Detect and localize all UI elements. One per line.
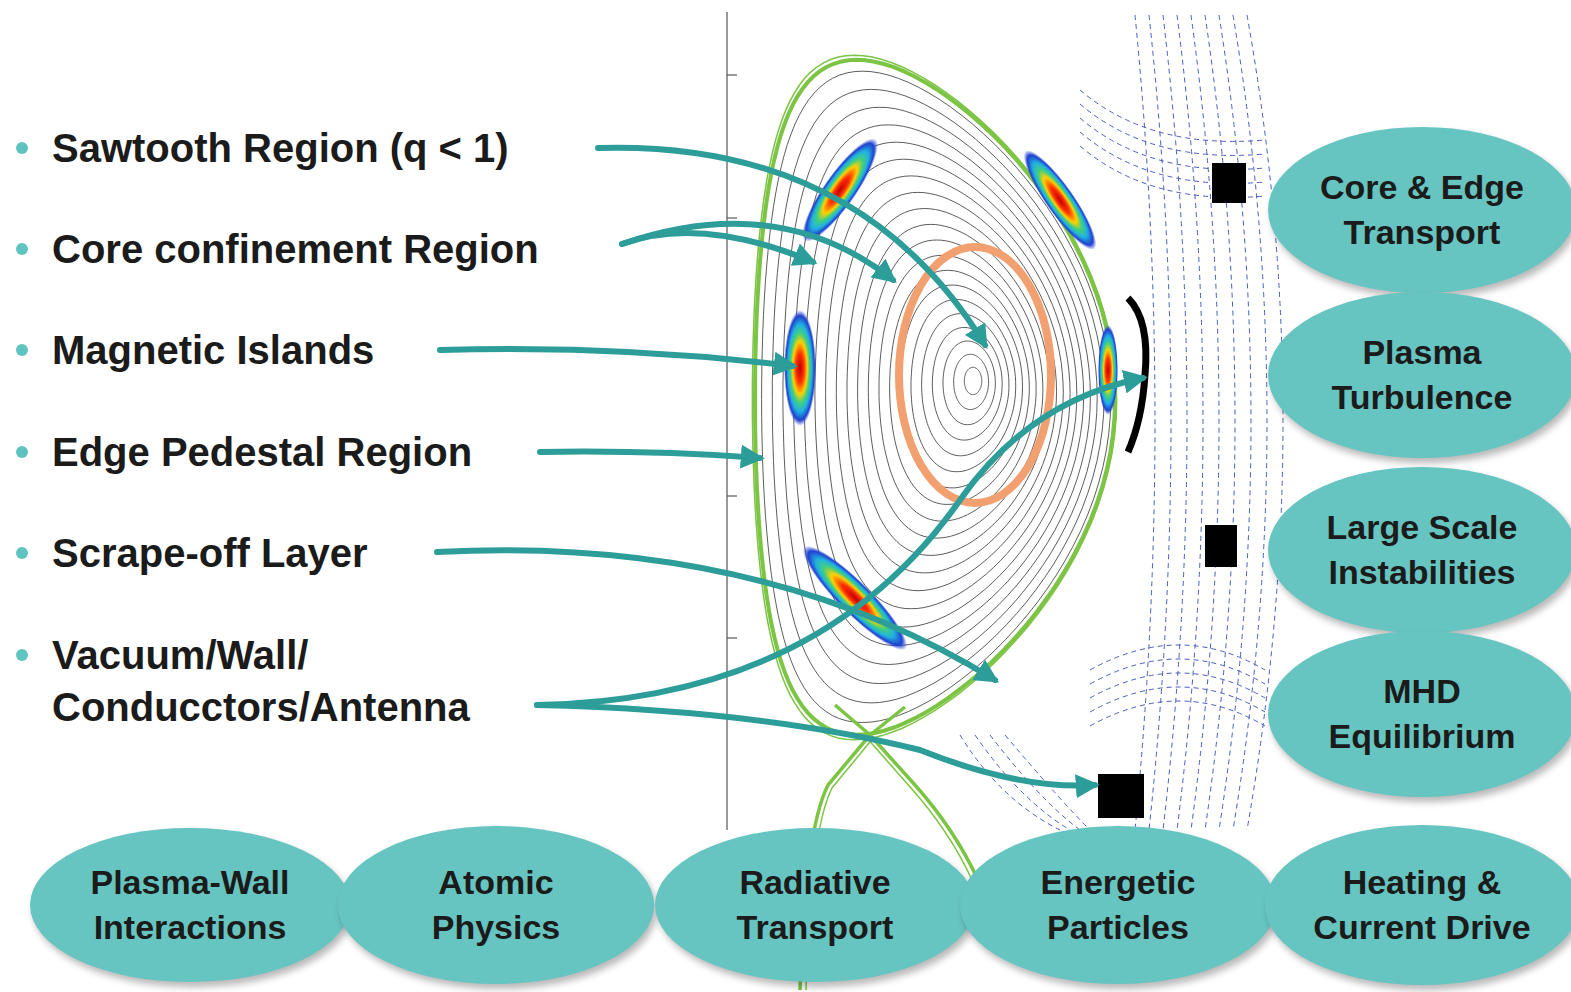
vacuum-field-lines [960, 15, 1283, 830]
axis-line [727, 12, 737, 830]
flux-surface [964, 367, 982, 394]
flux-surface [911, 299, 1016, 471]
topic-ellipse: Heating & Current Drive [1265, 825, 1571, 984]
coils [1098, 163, 1246, 818]
field-line [1090, 673, 1265, 698]
field-line [1205, 15, 1235, 830]
topic-text: Radiative Transport [690, 860, 940, 950]
topic-text: Atomic Physics [371, 860, 621, 950]
topic-ellipse: Plasma Turbulence [1268, 292, 1571, 459]
topic-ellipse: Radiative Transport [655, 828, 975, 983]
field-line [1080, 104, 1265, 155]
bullet-dots [16, 142, 28, 661]
flux-surface [762, 71, 1111, 722]
topic-ellipse: Core & Edge Transport [1268, 127, 1571, 294]
flux-surface [954, 354, 989, 409]
topic-text: Plasma-Wall Interactions [65, 860, 315, 950]
field-line [1090, 645, 1265, 670]
topic-text: Plasma Turbulence [1297, 330, 1547, 420]
field-line [1163, 15, 1187, 830]
flux-surface [922, 314, 1009, 456]
topic-text: MHD Equilibrium [1297, 669, 1547, 759]
field-line [1233, 15, 1267, 830]
leader-arrow [437, 148, 1143, 786]
topic-ellipse: Atomic Physics [338, 826, 654, 984]
topic-text: Core & Edge Transport [1297, 165, 1547, 255]
field-line [1090, 687, 1265, 712]
topic-text: Large Scale Instabilities [1297, 505, 1547, 595]
region-label: Core confinement Region [52, 223, 672, 275]
field-line [1191, 15, 1219, 830]
field-line [1080, 118, 1265, 169]
region-label: Scrape-off Layer [52, 527, 672, 579]
flux-surface [868, 240, 1043, 538]
field-line [1090, 659, 1265, 684]
flux-surface [836, 192, 1063, 590]
topic-ellipse: Large Scale Instabilities [1268, 467, 1571, 634]
antenna-bracket [1128, 298, 1146, 452]
flux-surface [815, 159, 1077, 627]
flux-surface [826, 176, 1071, 609]
topic-text: Heating & Current Drive [1297, 860, 1547, 950]
region-label: Edge Pedestal Region [52, 426, 672, 478]
magnetic-islands [784, 130, 1118, 660]
separatrix [755, 60, 1115, 735]
field-line [1090, 701, 1265, 726]
q1-surface [899, 247, 1051, 503]
topic-ellipse: Energetic Particles [960, 826, 1276, 984]
flux-surface [932, 328, 1002, 441]
field-line [1080, 90, 1265, 141]
field-line [1149, 15, 1171, 830]
region-label: Vacuum/Wall/ Conducctors/Antenna [52, 629, 532, 733]
topic-ellipse: MHD Equilibrium [1268, 631, 1571, 798]
topic-text: Energetic Particles [993, 860, 1243, 950]
flux-surface [847, 209, 1057, 573]
flux-surface [943, 341, 995, 425]
region-label: Sawtooth Region (q < 1) [52, 122, 672, 174]
region-label: Magnetic Islands [52, 324, 672, 376]
topic-ellipse: Plasma-Wall Interactions [30, 828, 350, 983]
